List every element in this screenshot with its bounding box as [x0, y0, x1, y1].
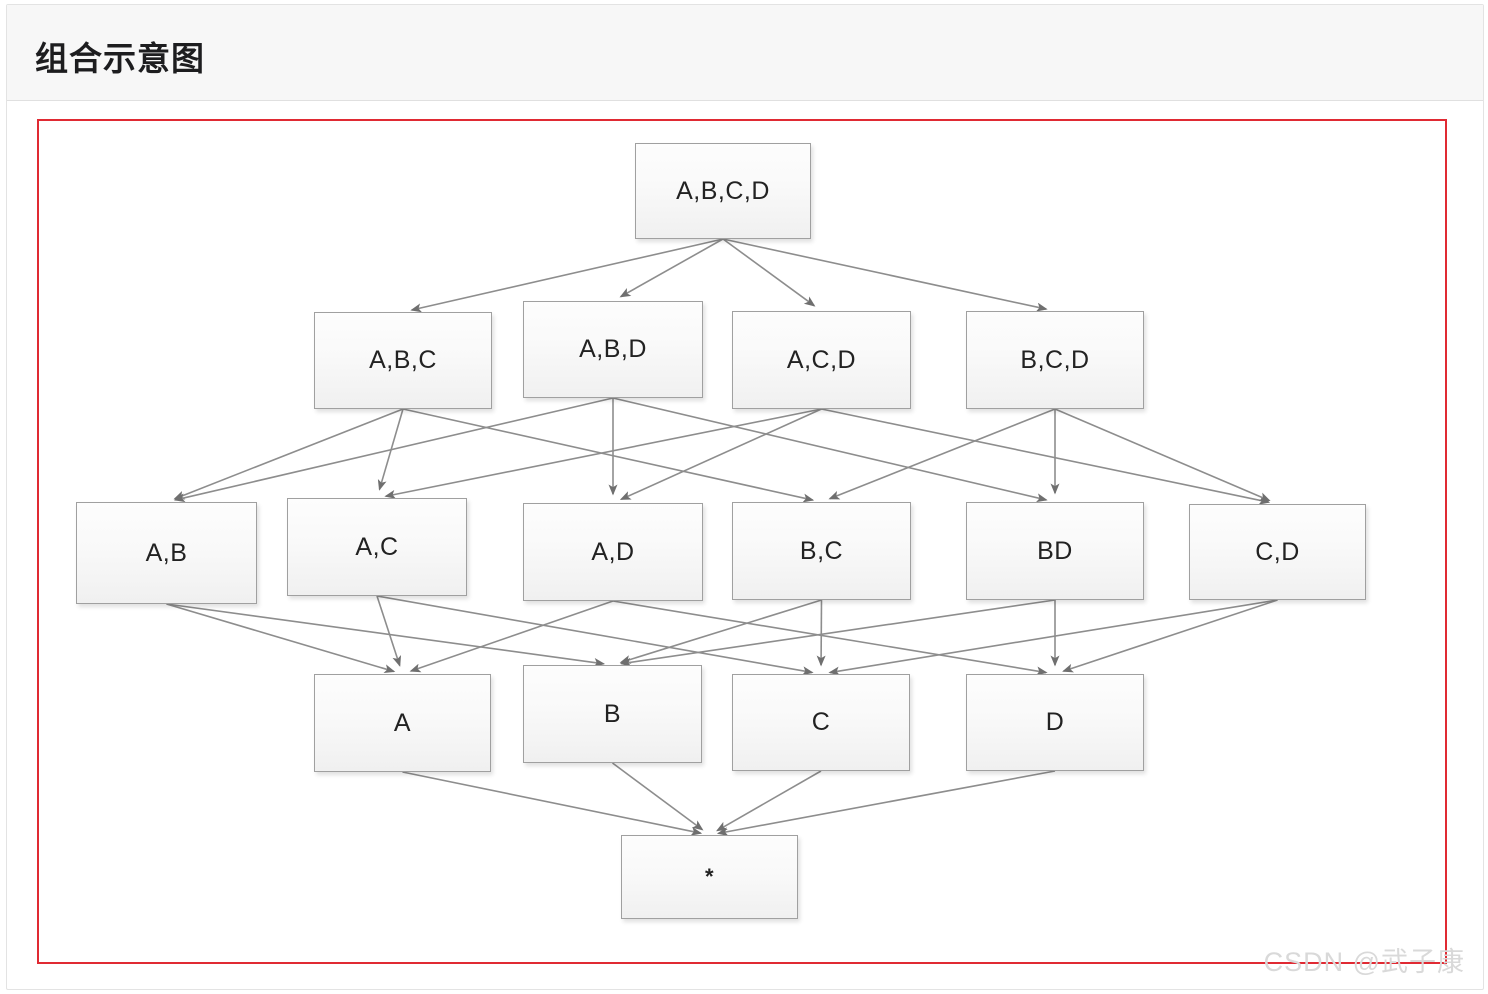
diagram-edge-ac-to-c	[376, 595, 814, 676]
diagram-edge-d-to-star	[716, 770, 1056, 837]
diagram-edge-ad-to-a	[409, 600, 614, 673]
diagram-node-label: A,C	[355, 532, 399, 561]
diagram-node-cd: C,D	[1189, 504, 1366, 600]
diagram-edge-ab-to-b	[166, 603, 606, 667]
page-title: 组合示意图	[35, 40, 205, 77]
diagram-edge-cd-to-d	[1062, 599, 1278, 673]
diagram-node-abc: A,B,C	[314, 312, 492, 409]
diagram-node-a: A	[314, 674, 491, 772]
diagram-edge-acd-to-ad	[619, 408, 822, 501]
diagram-edge-abcd-to-abd	[619, 238, 724, 298]
diagram-node-c: C	[732, 674, 910, 771]
diagram-edge-cd-to-c	[828, 599, 1278, 676]
diagram-edge-a-to-star	[402, 771, 703, 836]
diagram-edge-acd-to-cd	[821, 408, 1271, 505]
diagram-node-bc: B,C	[732, 502, 911, 600]
diagram-node-label: BD	[1037, 536, 1073, 565]
diagram-node-abcd: A,B,C,D	[635, 143, 811, 239]
diagram-edge-abc-to-bc	[402, 408, 815, 503]
diagram-edge-abc-to-ab	[173, 408, 404, 500]
diagram-edge-bcd-to-bc	[828, 408, 1056, 500]
diagram-node-label: B,C	[799, 536, 844, 565]
diagram-node-star: *	[621, 835, 798, 919]
diagram-node-label: A,C,D	[786, 345, 857, 374]
diagram-node-label: D	[1045, 708, 1065, 736]
diagram-node-label: A,D	[591, 537, 635, 566]
diagram-node-label: *	[704, 864, 715, 889]
diagram-node-label: A,B,D	[579, 335, 647, 363]
diagram-edge-ac-to-a	[376, 595, 402, 667]
diagram-node-label: A	[393, 708, 412, 737]
diagram-node-label: B	[603, 699, 622, 728]
csdn-watermark: CSDN @武子康	[1263, 947, 1465, 977]
diagram-frame: A,B,C,D A,B,C A,B,D A,C,D B,C,D A,B A,C A,D B,C B…	[37, 119, 1447, 964]
diagram-edge-abd-to-bd	[612, 397, 1048, 503]
diagram-node-ab: A,B	[76, 502, 257, 604]
diagram-node-label: A,B	[145, 538, 188, 567]
diagram-node-d: D	[966, 674, 1144, 771]
diagram-edge-bcd-to-cd	[1054, 408, 1271, 502]
diagram-node-ad: A,D	[523, 503, 703, 601]
diagram-node-label: C,D	[1255, 537, 1300, 566]
diagram-edge-abcd-to-acd	[722, 238, 816, 307]
diagram-edge-abd-to-ab	[173, 397, 614, 503]
diagram-node-label: A,B,C,D	[676, 176, 770, 205]
diagram-node-ac: A,C	[287, 498, 467, 596]
diagram-node-bcd: B,C,D	[966, 311, 1144, 409]
lattice-diagram: A,B,C,D A,B,C A,B,D A,C,D B,C,D A,B A,C A,D B,C B…	[39, 121, 1445, 962]
diagram-edge-b-to-star	[612, 762, 704, 831]
diagram-node-bd: BD	[966, 502, 1144, 600]
diagram-edge-c-to-star	[716, 770, 822, 832]
diagram-edge-ab-to-a	[166, 603, 396, 674]
panel-header: 组合示意图	[7, 5, 1483, 101]
diagram-node-b: B	[523, 665, 702, 763]
diagram-edge-abcd-to-bcd	[722, 238, 1048, 312]
diagram-edge-bc-to-b	[619, 599, 822, 664]
diagram-node-label: C	[811, 708, 831, 736]
diagram-node-acd: A,C,D	[732, 311, 911, 409]
diagram-edge-ad-to-d	[612, 600, 1048, 676]
diagram-edge-abcd-to-abc	[410, 238, 724, 313]
diagram-edge-abc-to-ac	[377, 408, 404, 491]
diagram-edge-bd-to-b	[619, 599, 1056, 667]
diagram-edge-acd-to-ac	[384, 408, 822, 499]
diagram-node-label: A,B,C	[369, 346, 437, 374]
diagram-node-label: B,C,D	[1020, 345, 1090, 374]
diagram-node-abd: A,B,D	[523, 301, 703, 398]
